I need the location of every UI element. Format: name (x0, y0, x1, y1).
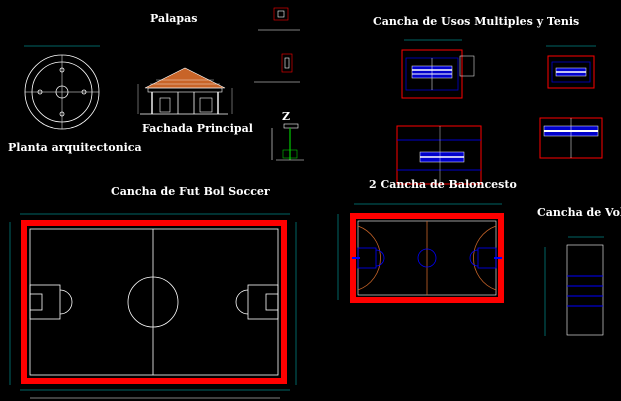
fachada-title: Fachada Principal (142, 122, 253, 135)
usos-court-main (401, 39, 475, 99)
tennis-court-a (396, 125, 482, 185)
usos-court-small (546, 45, 596, 89)
planta-title: Planta arquitectonica (8, 141, 142, 154)
futbol-title: Cancha de Fut Bol Soccer (111, 185, 270, 198)
detail-icon (254, 7, 304, 161)
voleibol-title: Cancha de Volibol (537, 206, 621, 219)
palapas-title: Palapas (150, 12, 197, 25)
usos-title: Cancha de Usos Multiples y Tenis (373, 15, 579, 28)
palapa-elevation-icon (137, 67, 233, 115)
soccer-field (9, 213, 297, 399)
volleyball-court (544, 236, 604, 336)
baloncesto-title: 2 Cancha de Baloncesto (369, 178, 517, 191)
tennis-court-b (539, 117, 603, 159)
basketball-court (337, 203, 504, 303)
circle-plan-icon (24, 45, 100, 130)
z-label: Z (282, 110, 290, 123)
